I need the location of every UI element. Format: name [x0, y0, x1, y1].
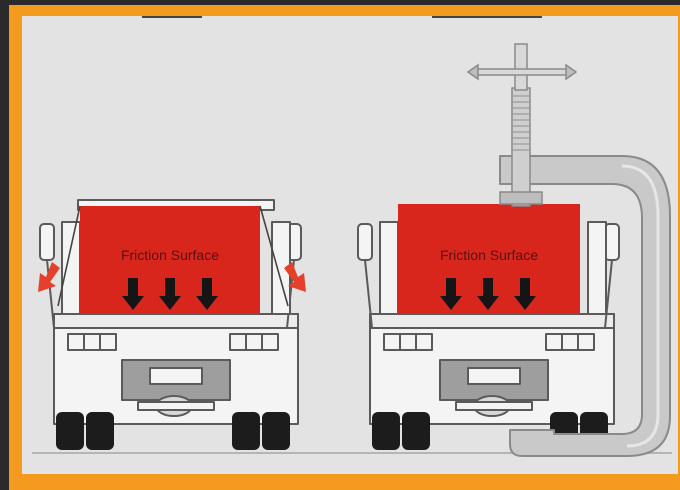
- right-mirror-right: [605, 224, 619, 260]
- right-headlight-left: [384, 334, 432, 350]
- left-mirror-left: [40, 224, 54, 260]
- top-cutoff-marks: [142, 16, 542, 18]
- left-down-arrows: [122, 278, 218, 310]
- left-headlight-right: [230, 334, 278, 350]
- left-friction-label: Friction Surface: [121, 247, 219, 263]
- right-down-arrows: [440, 278, 536, 310]
- left-headlight-left: [68, 334, 116, 350]
- right-friction-label: Friction Surface: [440, 247, 538, 263]
- right-headlight-right: [546, 334, 594, 350]
- illustration-panel: Friction Surface: [22, 16, 678, 474]
- right-mirror-left: [358, 224, 372, 260]
- clamp-screw: [512, 88, 530, 206]
- outward-arrow-left-icon: [38, 262, 60, 292]
- clamp-pad: [500, 192, 542, 204]
